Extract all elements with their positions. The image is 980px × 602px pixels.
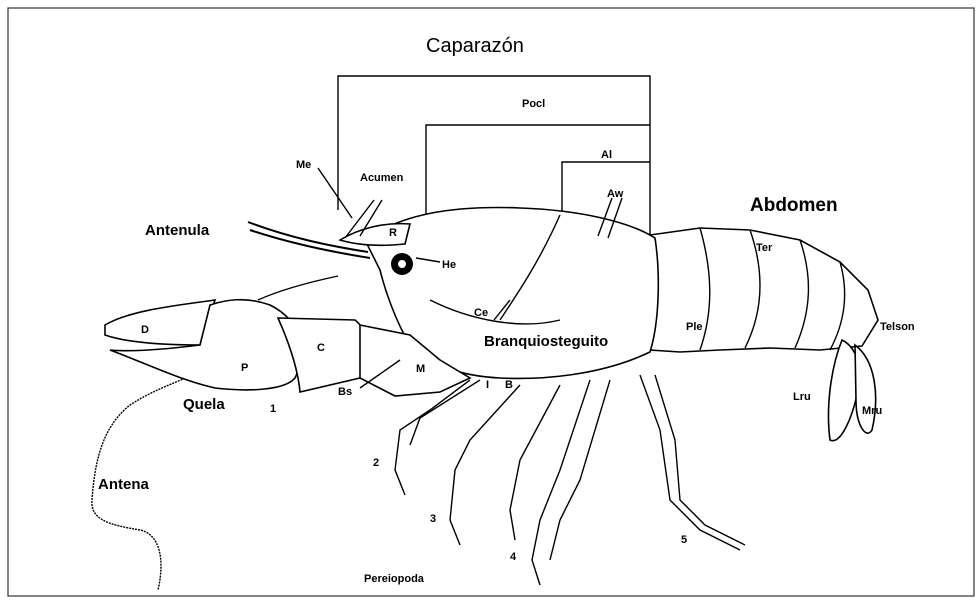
label-aw: Aw: [607, 188, 624, 200]
label-pereiopoda: Pereiopoda: [364, 573, 425, 585]
label-p: P: [241, 362, 248, 374]
rostrum: [340, 224, 410, 246]
label-telson: Telson: [880, 321, 915, 333]
label-leg-1: 1: [270, 403, 276, 415]
label-pocl: Pocl: [522, 98, 545, 110]
label-acumen: Acumen: [360, 172, 404, 184]
label-bs: Bs: [338, 386, 352, 398]
label-ce: Ce: [474, 307, 488, 319]
label-leg-5: 5: [681, 534, 687, 546]
walking-legs: [395, 375, 745, 585]
label-abdomen: Abdomen: [750, 195, 838, 216]
label-m: M: [416, 363, 425, 375]
label-leg-3: 3: [430, 513, 436, 525]
label-antenula: Antenula: [145, 222, 210, 239]
label-me: Me: [296, 159, 311, 171]
label-he: He: [442, 259, 456, 271]
label-d: D: [141, 324, 149, 336]
label-al: Al: [601, 149, 612, 161]
label-antena: Antena: [98, 476, 149, 493]
label-leg-4: 4: [510, 551, 517, 563]
label-ple: Ple: [686, 321, 703, 333]
label-mru: Mru: [862, 405, 882, 417]
label-i: I: [486, 379, 489, 391]
label-b: B: [505, 379, 513, 391]
label-branquiosteguito: Branquiosteguito: [484, 333, 608, 350]
label-quela: Quela: [183, 396, 225, 413]
label-caparazon: Caparazón: [426, 35, 524, 57]
label-ter: Ter: [756, 242, 773, 254]
label-lru: Lru: [793, 391, 811, 403]
label-leg-2: 2: [373, 457, 379, 469]
label-c: C: [317, 342, 325, 354]
tail-fan: [829, 340, 876, 441]
label-r: R: [389, 227, 397, 239]
